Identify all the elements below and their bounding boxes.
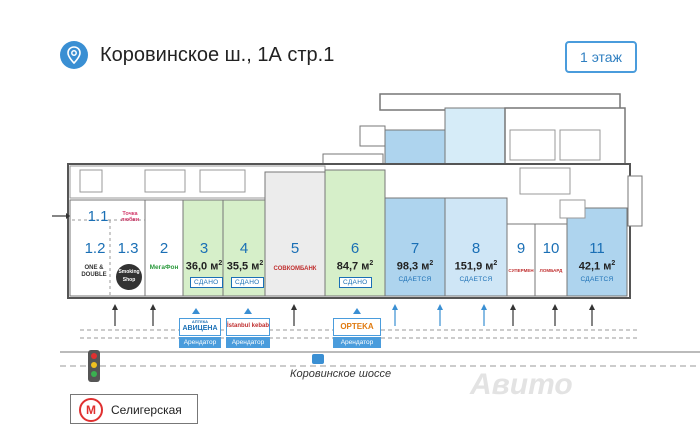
unit-11-number[interactable]: 11 [589, 240, 605, 257]
unit-9-number[interactable]: 9 [516, 240, 526, 257]
tenant-avicena-brand: АВИЦЕНА [182, 325, 218, 332]
floor-selector-button[interactable]: 1 этаж [565, 41, 637, 73]
location-pin-icon [60, 41, 88, 69]
tenant-avicena-label: Арендатор [179, 337, 221, 348]
unit-5-number[interactable]: 5 [290, 240, 300, 257]
unit-10-number[interactable]: 10 [542, 240, 560, 257]
unit-10-tenant-logo: ЛОМБАРД [539, 268, 563, 273]
unit-6-number[interactable]: 6 [350, 240, 360, 257]
unit-3-number[interactable]: 3 [199, 240, 209, 257]
unit-7-area: 98,3 м2 [396, 260, 434, 273]
unit-2-number[interactable]: 2 [159, 240, 169, 257]
unit-3-area: 36,0 м2 [185, 260, 223, 273]
tenant-istanbul-label: Арендатор [226, 337, 270, 348]
unit-6-status: СДАНО [339, 277, 372, 288]
floor-plan: 1.1 Точка любви 1.2 ONE & DOUBLE 1.3 Smo… [0, 90, 700, 440]
unit-5-tenant-logo: СОВКОМБАНК [273, 266, 317, 272]
unit-9-tenant-logo: СУПЕРМЕН [508, 268, 534, 273]
tenant-box-avicena: АПТЕКА АВИЦЕНА [179, 318, 221, 336]
unit-1-2-number[interactable]: 1.2 [84, 240, 106, 257]
unit-1-2-tenant-logo: ONE & DOUBLE [81, 265, 107, 278]
unit-7-status: СДАЕТСЯ [398, 276, 432, 283]
metro-station-name: Селигерская [111, 403, 182, 417]
unit-8-status: СДАЕТСЯ [459, 276, 493, 283]
metro-station-box: М Селигерская [70, 394, 198, 424]
road-label: Коровинское шоссе [290, 368, 392, 380]
unit-11-status: СДАЕТСЯ [580, 276, 614, 283]
address-title: Коровинское ш., 1А стр.1 [100, 44, 335, 66]
unit-1-3-tenant-logo: Smoking Shop [116, 264, 142, 290]
unit-1-3-number[interactable]: 1.3 [117, 240, 139, 257]
unit-6-area: 84,7 м2 [336, 260, 374, 273]
tenant-opteka-label: Арендатор [333, 337, 381, 348]
unit-4-number[interactable]: 4 [239, 240, 249, 257]
unit-8-area: 151,9 м2 [454, 260, 498, 273]
tenant-box-opteka: OPTEKA [333, 318, 381, 336]
avito-watermark: Авито [470, 368, 573, 401]
unit-1-1-number[interactable]: 1.1 [87, 208, 109, 225]
unit-3-status: СДАНО [190, 277, 223, 288]
unit-1-1-tenant-logo: Точка любви [120, 211, 140, 223]
tenant-avicena-small: АПТЕКА [191, 319, 209, 324]
tenant-box-istanbul-kebab: İstanbul kebab [226, 318, 270, 336]
header: Коровинское ш., 1А стр.1 1 этаж [0, 0, 700, 90]
unit-7-number[interactable]: 7 [410, 240, 420, 257]
unit-11-area: 42,1 м2 [578, 260, 616, 273]
unit-4-status: СДАНО [231, 277, 264, 288]
unit-8-number[interactable]: 8 [471, 240, 481, 257]
floor-plan-drawing [52, 93, 700, 382]
metro-icon: М [79, 398, 103, 422]
unit-2-tenant-logo: МегаФон [149, 264, 179, 271]
unit-4-area: 35,5 м2 [226, 260, 264, 273]
